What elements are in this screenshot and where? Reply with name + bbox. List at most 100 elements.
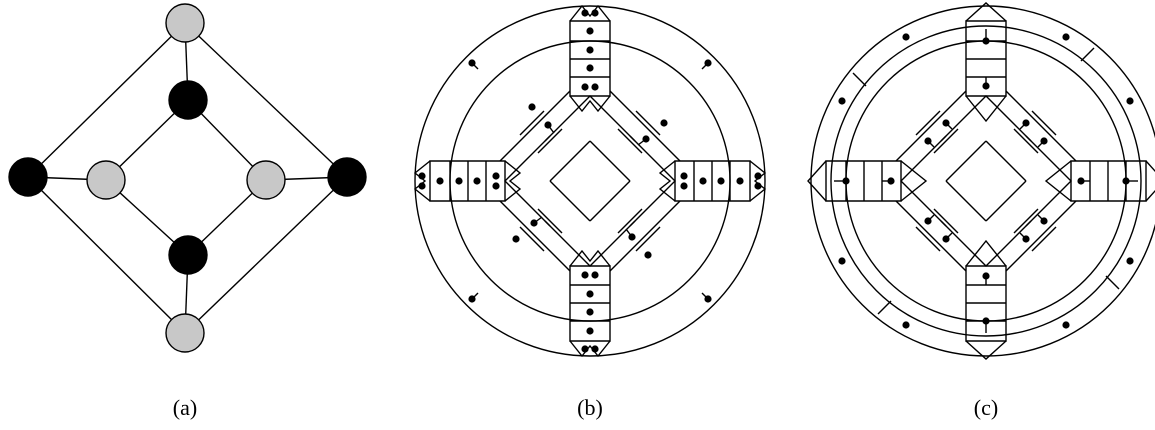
- marker-dot: [581, 271, 589, 279]
- marker-dot: [492, 172, 500, 180]
- marker-dot: [586, 27, 594, 35]
- band-separator: [1105, 275, 1120, 290]
- diamond-edge: [549, 140, 591, 182]
- marker-dot: [1062, 321, 1070, 329]
- vertex-black-left: [8, 157, 48, 197]
- vertex-black-inner-bottom: [168, 235, 208, 275]
- ribbon-outer-edge: [609, 90, 681, 162]
- ribbon-rung: [519, 110, 545, 136]
- marker-dot: [581, 83, 589, 91]
- marker-dot: [418, 182, 426, 190]
- diamond-edge: [945, 180, 987, 222]
- marker-dots: [834, 29, 1138, 333]
- ribbon-rung: [915, 110, 941, 136]
- marker-stub: [945, 122, 953, 130]
- marker-dot: [902, 33, 910, 41]
- marker-dot: [581, 345, 589, 353]
- diamond-edge: [985, 180, 1027, 222]
- marker-dot: [586, 308, 594, 316]
- marker-dot: [581, 9, 589, 17]
- marker-stub: [625, 228, 633, 238]
- band-separator: [852, 72, 867, 87]
- diamond-edge: [589, 140, 631, 182]
- arm-tip: [569, 95, 611, 113]
- marker-dot: [660, 119, 668, 127]
- marker-dot: [473, 177, 481, 185]
- vertex-gray-inner-left: [86, 160, 126, 200]
- marker-dot: [680, 182, 688, 190]
- marker-stub: [945, 232, 953, 240]
- middle-circle: [830, 25, 1142, 337]
- marker-dot: [1062, 33, 1070, 41]
- marker-dot: [754, 182, 762, 190]
- vertex-gray-bottom: [165, 313, 205, 353]
- marker-stub: [701, 292, 709, 300]
- vertex-gray-top: [165, 3, 205, 43]
- ribbon-rung: [1031, 110, 1057, 136]
- marker-dot: [455, 177, 463, 185]
- arm-tip: [504, 160, 522, 202]
- ribbon-rung: [537, 208, 563, 234]
- ribbon-rung: [635, 226, 661, 252]
- inner-circle: [449, 40, 731, 322]
- graph-edge: [184, 176, 348, 334]
- marker-dot: [591, 9, 599, 17]
- graph-edges: [27, 22, 348, 334]
- marker-dot: [644, 251, 652, 259]
- arm-tip: [965, 340, 1007, 360]
- panel-c-ribbon-diagram: [807, 2, 1155, 360]
- caption-b: (b): [577, 395, 603, 420]
- ribbon-rung: [617, 208, 643, 234]
- arm-tip: [569, 4, 611, 22]
- marker-dot: [591, 345, 599, 353]
- marker-stub: [1019, 122, 1027, 130]
- ribbon-shapes: [807, 2, 1155, 360]
- marker-stub: [1019, 232, 1027, 240]
- band-separator: [1080, 47, 1095, 62]
- vertex-black-right: [327, 157, 367, 197]
- marker-dot: [586, 327, 594, 335]
- marker-dot: [512, 235, 520, 243]
- diamond-edge: [549, 180, 591, 222]
- arm-tip: [569, 340, 611, 358]
- panel-b-ribbon-diagram: [413, 4, 767, 358]
- marker-dot: [838, 97, 846, 105]
- marker-dots: [418, 9, 762, 353]
- arm-tip: [965, 95, 1007, 123]
- ribbon-rung: [1013, 128, 1039, 154]
- ribbon-outer-edge: [499, 90, 571, 162]
- diamond-edge: [589, 180, 631, 222]
- marker-dot: [717, 177, 725, 185]
- marker-stub: [471, 292, 479, 300]
- marker-dot: [754, 172, 762, 180]
- marker-stub: [1037, 140, 1045, 148]
- marker-dot: [1126, 257, 1134, 265]
- marker-dot: [680, 172, 688, 180]
- caption-a: (a): [173, 395, 197, 420]
- graph-edge: [27, 176, 186, 334]
- arm-tip: [900, 160, 928, 202]
- marker-stub: [533, 216, 543, 224]
- marker-stub: [927, 140, 935, 148]
- outer-circle: [810, 5, 1155, 357]
- arm-tip: [807, 160, 827, 202]
- ribbon-rung: [1013, 208, 1039, 234]
- arm-tip: [1145, 160, 1155, 202]
- diamond-edge: [945, 140, 987, 182]
- arm-tip: [1044, 160, 1072, 202]
- arm-tip: [569, 249, 611, 267]
- marker-dot: [418, 172, 426, 180]
- ribbon-outer-edge: [895, 90, 967, 162]
- ribbon-rung: [933, 208, 959, 234]
- marker-dot: [838, 257, 846, 265]
- marker-dot: [586, 64, 594, 72]
- ribbon-rung: [933, 128, 959, 154]
- marker-dot: [586, 290, 594, 298]
- ribbon-shapes: [413, 4, 767, 358]
- marker-stub: [637, 138, 647, 146]
- arm-tip: [749, 160, 767, 202]
- marker-stub: [927, 214, 935, 222]
- vertex-gray-inner-right: [246, 160, 286, 200]
- marker-dot: [736, 177, 744, 185]
- marker-dot: [699, 177, 707, 185]
